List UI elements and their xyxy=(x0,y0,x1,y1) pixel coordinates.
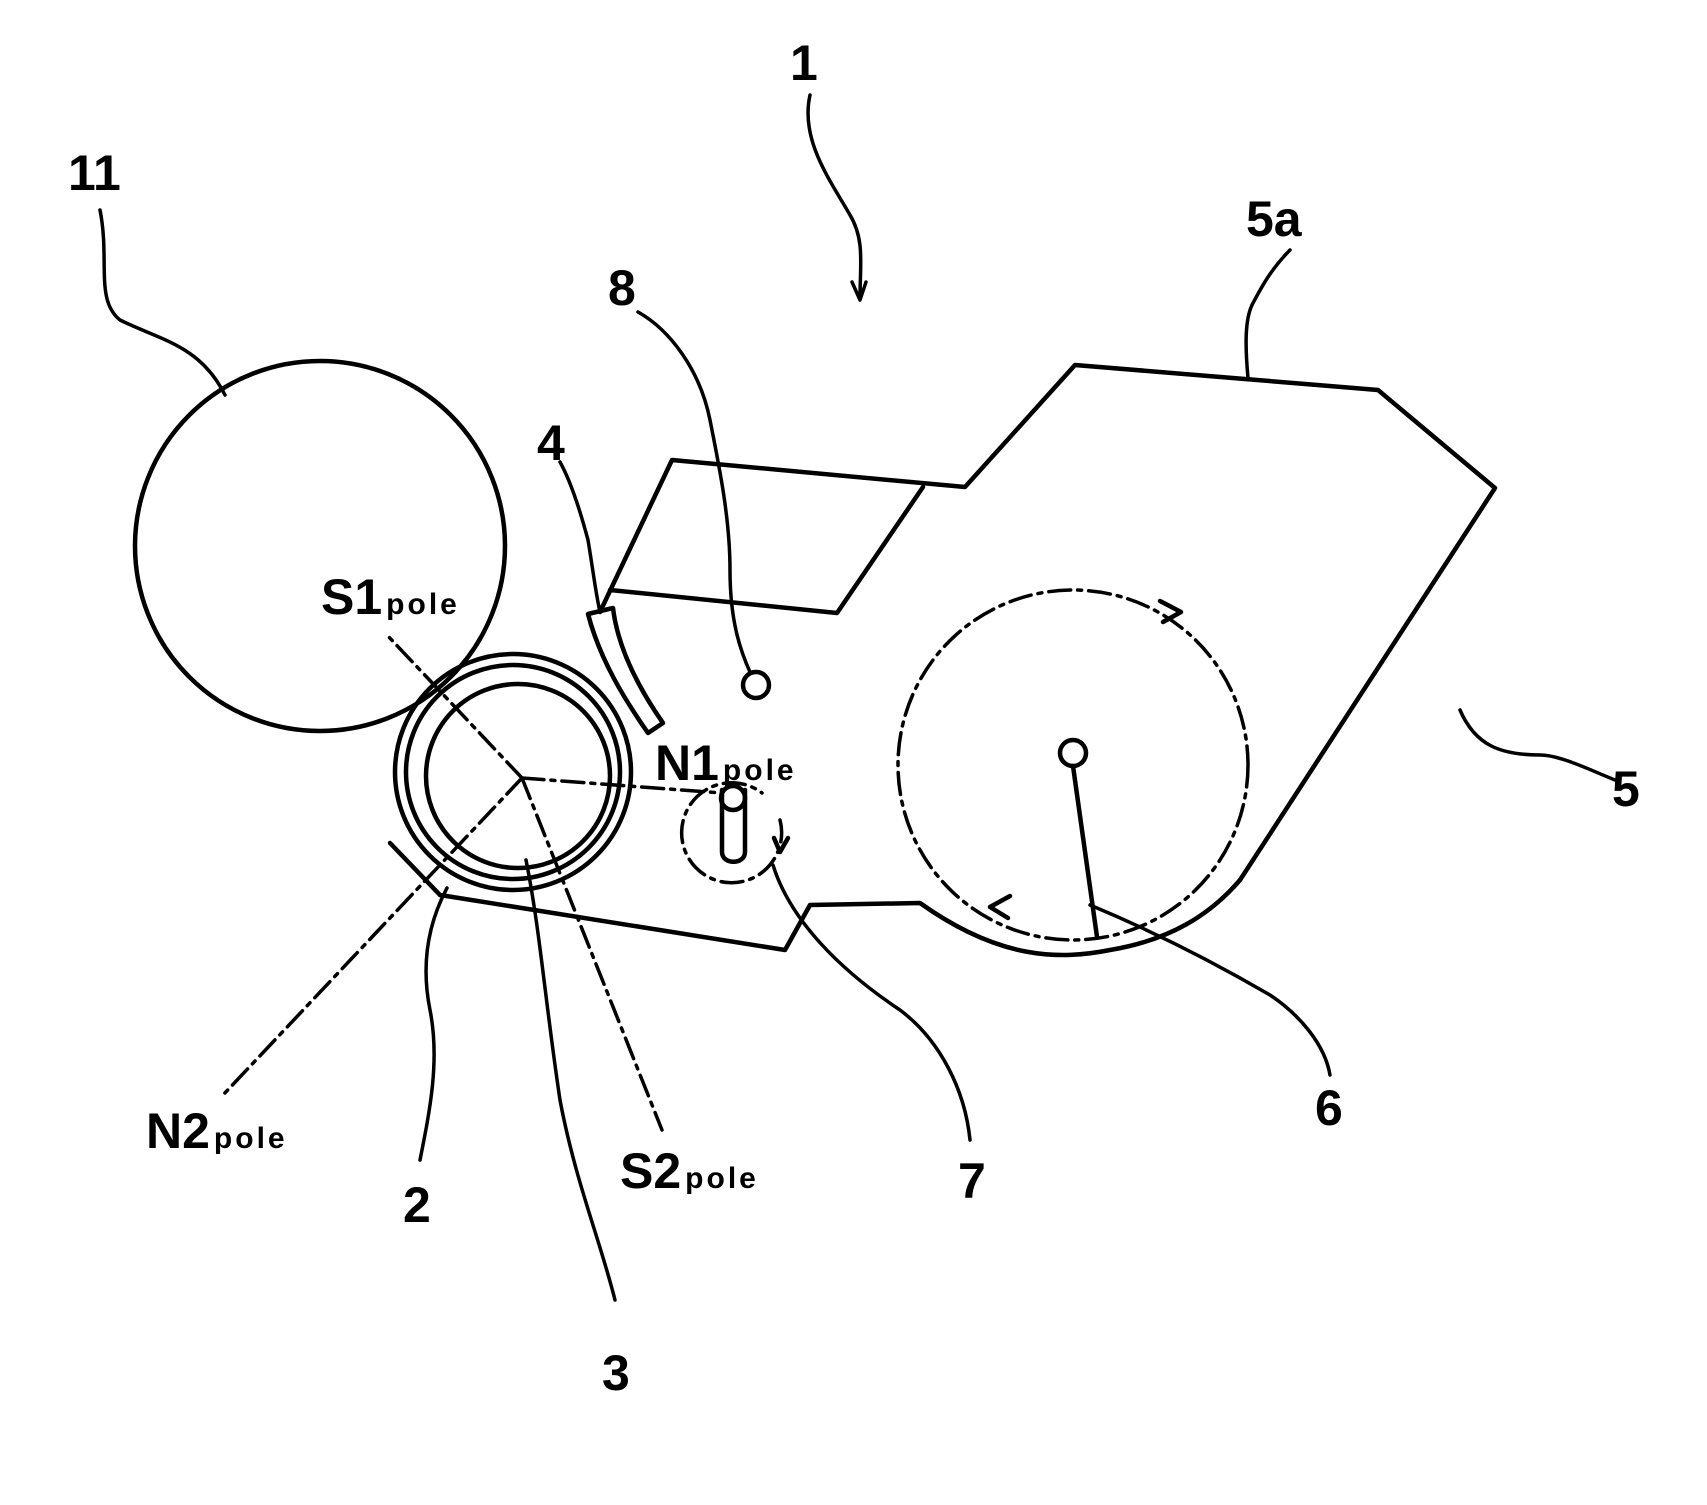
agitator-6-blade xyxy=(1073,766,1097,937)
screw-7-body xyxy=(722,790,745,862)
label-7: 7 xyxy=(958,1153,986,1209)
drum-11 xyxy=(135,361,505,731)
agitator-arrow-top xyxy=(1160,601,1181,622)
label-4: 4 xyxy=(537,415,565,471)
leader-2 xyxy=(420,888,447,1160)
pole-label-n1: N1pole xyxy=(655,735,797,791)
pole-label-n2: N2pole xyxy=(146,1103,288,1159)
screw-7-head xyxy=(721,786,745,810)
pole-line-n2 xyxy=(223,778,522,1095)
screw-7-rotation xyxy=(682,783,782,883)
label-6: 6 xyxy=(1315,1080,1343,1136)
label-11: 11 xyxy=(68,145,121,201)
agitator-arrow-bottom xyxy=(990,896,1010,918)
sleeve-2-outer xyxy=(395,654,631,890)
leader-4 xyxy=(560,462,600,612)
pole-label-s2: S2pole xyxy=(620,1143,759,1199)
leader-7 xyxy=(773,865,970,1140)
label-5: 5 xyxy=(1612,761,1640,817)
sleeve-2-inner xyxy=(406,665,620,879)
leader-5a xyxy=(1246,250,1290,378)
leader-5 xyxy=(1460,710,1615,780)
partition-wall xyxy=(610,487,923,613)
housing-lip xyxy=(390,843,440,895)
label-8: 8 xyxy=(608,260,636,316)
agitator-6-shaft xyxy=(1060,740,1086,766)
label-1: 1 xyxy=(790,35,818,91)
pole-label-s1: S1pole xyxy=(321,569,460,625)
leader-1 xyxy=(808,95,861,298)
pivot-8 xyxy=(743,672,769,698)
label-5a: 5a xyxy=(1246,191,1303,247)
leader-11 xyxy=(100,210,225,395)
label-2: 2 xyxy=(403,1177,431,1233)
label-3: 3 xyxy=(602,1345,630,1401)
housing-5-outline xyxy=(440,365,1495,955)
blade-4 xyxy=(588,608,663,733)
leader-3 xyxy=(526,860,615,1300)
